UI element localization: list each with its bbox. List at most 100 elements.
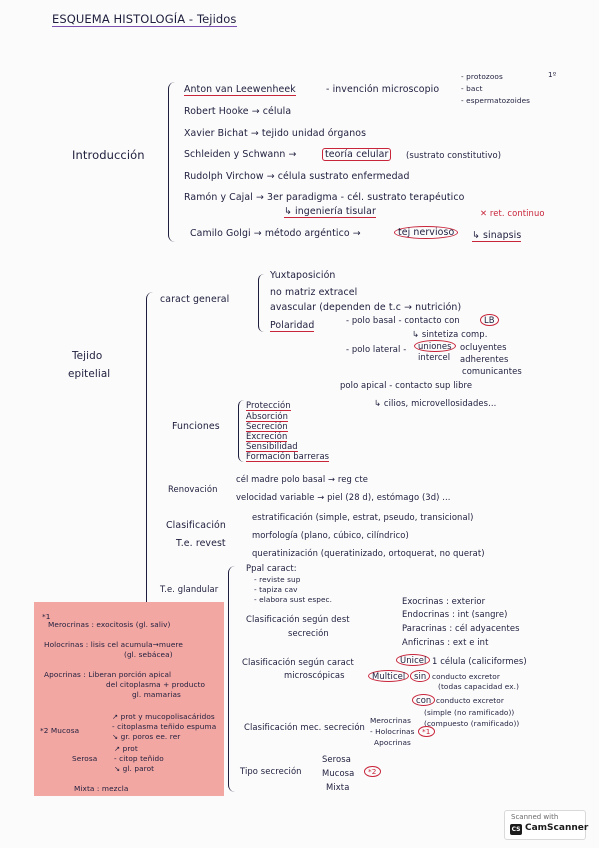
note-star-1: *1	[42, 612, 51, 621]
caract-yuxtaposicion: Yuxtaposición	[270, 270, 336, 281]
te-glandular-label: T.e. glandular	[160, 584, 219, 594]
secrecion-serosa: Serosa	[322, 754, 351, 764]
intro-tej-nervioso: tej nervioso	[394, 226, 459, 239]
glandular-elabora: - elabora sust espec.	[254, 595, 333, 604]
uniones-label: uniones	[414, 340, 456, 352]
glandula-sin-desc-2: (todas capacidad ex.)	[438, 682, 520, 691]
clasif-microscopicas-label-1: Clasificación según caract	[242, 657, 354, 667]
glandula-con-compuesto: (compuesto (ramificado))	[424, 719, 520, 728]
caract-polaridad: Polaridad	[270, 320, 315, 332]
glandula-paracrinas: Paracrinas : cél adyacentes	[402, 623, 520, 633]
mec-note-1: *1	[418, 726, 435, 737]
glandula-exocrinas: Exocrinas : exterior	[402, 596, 486, 606]
camscanner-name: CamScanner	[525, 823, 589, 833]
camscanner-watermark: Scanned with CS CamScanner	[504, 810, 589, 840]
caract-general-label: caract general	[160, 294, 230, 305]
note-mucosa-1: ↗ prot y mucopolisacáridos	[112, 712, 215, 721]
note-serosa-2: - citop teñido	[114, 754, 164, 763]
funcion-2: Absorción	[246, 411, 289, 422]
glandular-brace	[228, 566, 235, 792]
note-mucosa: *2 Mucosa	[40, 726, 80, 735]
glandula-unicel-desc: 1 célula (caliciformes)	[432, 656, 527, 666]
glandula-sin: sin	[410, 670, 431, 682]
intro-bact: - bact	[461, 84, 483, 93]
intro-first-mark: 1º	[548, 70, 557, 79]
funcion-1: Protección	[246, 400, 291, 411]
intro-sustrato-constitutivo: (sustrato constitutivo)	[406, 150, 502, 160]
note-mucosa-2: - citoplasma teñido espuma	[112, 722, 217, 731]
epitelial-label-1: Tejido	[72, 350, 103, 362]
funciones-label: Funciones	[172, 421, 220, 432]
note-serosa: Serosa	[72, 754, 98, 763]
te-revest-label: T.e. revest	[176, 538, 226, 549]
polo-lateral: - polo lateral -	[346, 344, 407, 354]
glandula-sin-desc: conducto excretor	[432, 672, 500, 681]
caract-avascular: avascular (dependen de t.c → nutrición)	[270, 302, 462, 313]
intercel-label: intercel	[418, 352, 451, 362]
intro-brace	[168, 82, 175, 242]
note-mixta: Mixta : mezcla	[74, 784, 129, 793]
clasif-microscopicas-label-2: microscópicas	[284, 670, 345, 680]
intro-teoria-celular: teoría celular	[322, 148, 392, 161]
intro-ret-continuo: ✕ ret. continuo	[480, 208, 545, 218]
tipo-secrecion-label: Tipo secreción	[240, 766, 302, 776]
glandular-ppal: Ppal caract:	[246, 563, 297, 573]
intro-leeuwenhoek: Anton van Leewenheek	[184, 84, 296, 96]
polo-basal-sintetiza: ↳ sintetiza comp.	[412, 329, 488, 339]
renovacion-2: velocidad variable → piel (28 d), estóma…	[236, 492, 451, 502]
uniones-ocluyentes: ocluyentes	[460, 342, 507, 352]
note-apocrinas-3: gl. mamarias	[132, 690, 181, 699]
clasif-destino-label-2: secreción	[288, 628, 329, 638]
intro-label: Introducción	[72, 148, 145, 162]
clasificacion-label: Clasificación	[166, 520, 226, 531]
caract-no-matriz: no matriz extracel	[270, 287, 358, 298]
funciones-brace	[238, 400, 244, 462]
mec-apocrinas: Apocrinas	[374, 738, 411, 747]
secrecion-mixta: Mixta	[326, 782, 350, 792]
intro-cajal: Ramón y Cajal → 3er paradigma - cél. sus…	[184, 192, 465, 203]
intro-espermatozoides: - espermatozoides	[461, 96, 531, 105]
glandula-con-simple: (simple (no ramificado))	[424, 708, 515, 717]
glandula-unicel: Unicel	[396, 654, 431, 666]
note-holocrinas-2: (gl. sebácea)	[124, 650, 173, 659]
page-title: ESQUEMA HISTOLOGÍA - Tejidos	[52, 12, 237, 27]
sticky-note: *1 Merocrinas : exocitosis (gl. saliv) H…	[34, 602, 224, 796]
caract-brace	[258, 274, 264, 332]
polo-apical-cilios: ↳ cilios, microvellosidades...	[374, 398, 497, 408]
mec-holocrinas: - Holocrinas	[370, 727, 415, 736]
camscanner-logo-icon: CS	[510, 824, 522, 835]
intro-ingenieria: ↳ ingeniería tisular	[284, 206, 376, 218]
mec-merocrinas: Merocrinas	[370, 716, 412, 725]
secrecion-mucosa: Mucosa	[322, 768, 355, 778]
glandula-con: con	[412, 694, 436, 706]
renovacion-1: cél madre polo basal → reg cte	[236, 474, 369, 484]
intro-virchow: Rudolph Virchow → célula sustrato enferm…	[184, 171, 410, 182]
intro-schleiden-schwann: Schleiden y Schwann →	[184, 149, 297, 160]
intro-leeuwenhoek-desc: - invención microscopio	[326, 84, 440, 95]
clasif-destino-label-1: Clasificación según dest	[246, 614, 350, 624]
intro-golgi: Camilo Golgi → método argéntico →	[190, 228, 361, 239]
funcion-6: Formación barreras	[246, 451, 330, 462]
note-apocrinas: Apocrinas : Liberan porción apical	[44, 670, 172, 679]
epitelial-label-2: epitelial	[68, 368, 111, 380]
note-serosa-1: ↗ prot	[114, 744, 138, 753]
clasif-morfologia: morfología (plano, cúbico, cilíndrico)	[252, 530, 409, 540]
note-merocrinas: Merocrinas : exocitosis (gl. saliv)	[48, 620, 171, 629]
intro-sinapsis: ↳ sinapsis	[472, 230, 522, 242]
camscanner-top-text: Scanned with	[511, 813, 559, 821]
intro-bichat: Xavier Bichat → tejido unidad órganos	[184, 128, 367, 139]
epitelial-brace	[146, 292, 153, 792]
glandula-multicel: Multicel	[368, 670, 410, 682]
funcion-4: Excreción	[246, 431, 288, 442]
secrecion-note-2: *2	[364, 766, 381, 777]
note-apocrinas-2: del citoplasma + producto	[106, 680, 206, 689]
glandular-reviste: - reviste sup	[254, 575, 301, 584]
uniones-comunicantes: comunicantes	[462, 366, 522, 376]
polo-apical: polo apical - contacto sup libre	[340, 380, 473, 390]
clasif-estratificacion: estratificación (simple, estrat, pseudo,…	[252, 512, 474, 522]
note-mucosa-3: ↘ gr. poros ee. rer	[112, 732, 181, 741]
note-serosa-3: ↘ gl. parot	[114, 764, 155, 773]
glandula-anficrinas: Anficrinas : ext e int	[402, 637, 489, 647]
glandula-endocrinas: Endocrinas : int (sangre)	[402, 609, 508, 619]
